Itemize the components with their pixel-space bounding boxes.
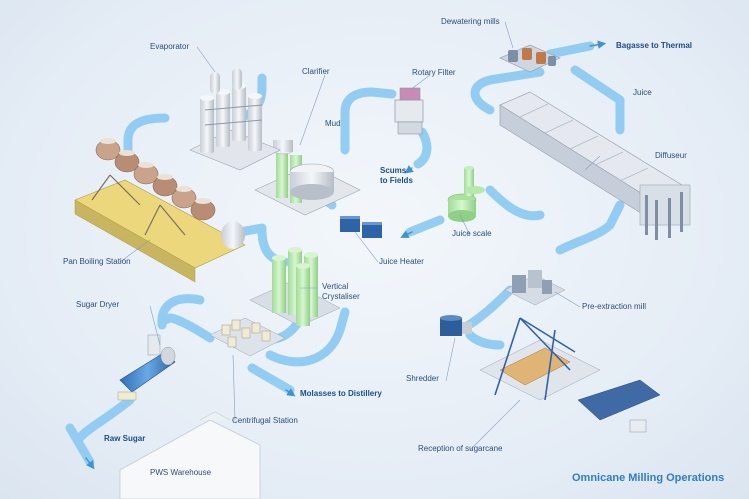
label-reception-of-sugarcane: Reception of sugarcane xyxy=(418,444,503,453)
leader-lines xyxy=(119,21,601,451)
clarifier xyxy=(254,140,361,216)
label-diffuseur: Diffuseur xyxy=(655,151,687,160)
label-sugar-dryer: Sugar Dryer xyxy=(76,300,120,309)
label-pws-warehouse: PWS Warehouse xyxy=(150,468,212,477)
label-molasses-to-distillery: Molasses to Distillery xyxy=(300,389,382,398)
label-juice: Juice xyxy=(633,88,652,97)
juice-heater xyxy=(340,216,382,238)
label-vertical-crystaliser: Vertical Crystaliser xyxy=(322,282,360,301)
label-raw-sugar: Raw Sugar xyxy=(104,434,146,443)
label-shredder: Shredder xyxy=(406,374,439,383)
rotary-filter xyxy=(394,87,424,135)
label-mud: Mud xyxy=(325,119,341,128)
pre-extraction-mill xyxy=(504,270,566,306)
reception-of-sugarcane xyxy=(479,317,661,433)
sugar-dryer xyxy=(117,334,176,401)
label-juice-scale: Juice scale xyxy=(452,229,492,238)
label-pre-extraction-mill: Pre-extraction mill xyxy=(582,302,647,311)
evaporator xyxy=(189,68,281,171)
label-scums-to-fields: Scums to Fields xyxy=(380,166,413,185)
label-juice-heater: Juice Heater xyxy=(379,257,424,266)
label-bagasse-to-thermal: Bagasse to Thermal xyxy=(616,41,693,50)
shredder xyxy=(440,315,472,336)
label-dewatering-mills: Dewatering mills xyxy=(441,17,500,26)
label-centrifugal-station: Centrifugal Station xyxy=(232,416,298,425)
label-clarifier: Clarifier xyxy=(302,67,330,76)
label-rotary-filter: Rotary Filter xyxy=(412,68,456,77)
centrifugal-station xyxy=(209,317,286,357)
pws-warehouse xyxy=(119,411,261,499)
diagram-title: Omnicane Milling Operations xyxy=(572,472,725,484)
vertical-crystaliser xyxy=(249,247,341,327)
dewatering-mills xyxy=(499,44,561,73)
juice-scale xyxy=(447,166,485,222)
label-evaporator: Evaporator xyxy=(150,42,190,51)
diffuseur xyxy=(499,91,691,240)
label-pan-boiling-station: Pan Boiling Station xyxy=(63,257,131,266)
pan-boiling-station xyxy=(74,138,246,283)
